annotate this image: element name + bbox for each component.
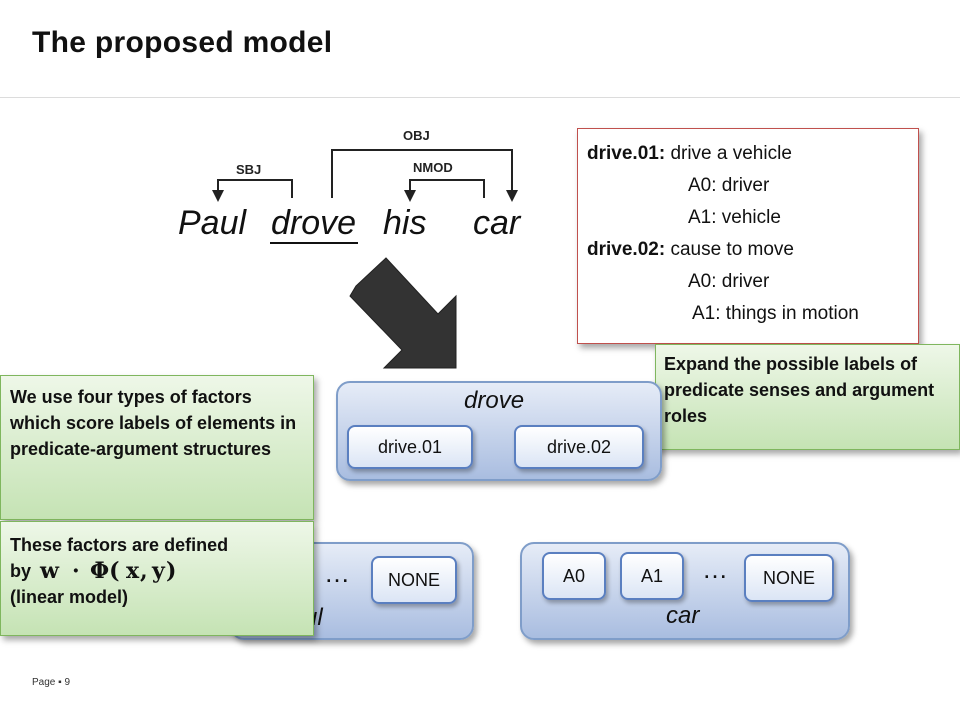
option-a0[interactable]: A0 [542,552,606,600]
nmod-arrowhead [404,190,416,202]
svg-text:): ) [166,558,176,584]
sense-drive-02: drive.02: cause to move [587,239,794,261]
option-car-none[interactable]: NONE [744,554,834,602]
word-drove: drove [271,204,357,242]
word-car: car [473,204,521,242]
sense-drive-01: drive.01: drive a vehicle [587,143,792,165]
sbj-arc [217,179,293,198]
footer-separator: ▪ [58,677,62,688]
svg-text:x: x [126,558,140,584]
defined-line-2: by w · Φ( x , y ) [10,558,304,584]
factors-callout: We use four types of factors which score… [0,375,314,520]
option-paul-none[interactable]: NONE [371,556,457,604]
dep-label-nmod: NMOD [413,160,453,175]
option-drive-01[interactable]: drive.01 [347,425,473,469]
option-drive-02[interactable]: drive.02 [514,425,644,469]
option-a1[interactable]: A1 [620,552,684,600]
footer-page-number: 9 [64,677,71,688]
svg-text:Φ(: Φ( [90,558,120,584]
drove-group-label: drove [464,387,525,414]
slide-title: The proposed model [32,26,333,59]
paul-ellipsis: … [324,558,350,588]
car-group-label: car [666,602,700,629]
title-divider [0,97,960,98]
sense-name: drive.01: [587,143,666,164]
svg-text:·: · [72,558,80,584]
sense-drive-02-a0: A0: driver [688,271,770,292]
word-his: his [383,204,427,242]
nmod-arc [409,179,485,198]
drove-group: drove drive.01 drive.02 [336,381,662,481]
down-arrow-icon [349,257,457,369]
sbj-arrowhead [212,190,224,202]
sense-desc: drive a vehicle [670,143,792,164]
sense-drive-01-a0: A0: driver [688,175,770,196]
svg-text:,: , [140,558,148,584]
sense-name: drive.02: [587,239,666,260]
sense-desc: cause to move [670,239,795,260]
sense-definitions: drive.01: drive a vehicle A0: driver A1:… [577,128,919,344]
obj-arrowhead [506,190,518,202]
sense-drive-02-a1: A1: things in motion [692,303,859,324]
defined-line-3: (linear model) [10,587,129,607]
svg-text:y: y [151,558,166,584]
dep-label-obj: OBJ [403,128,430,143]
expand-callout: Expand the possible labels of predicate … [655,344,960,450]
defined-by-callout: These factors are defined by w · Φ( x , … [0,521,314,636]
page-footer: Page ▪ 9 [32,677,70,688]
dep-label-sbj: SBJ [236,162,262,177]
car-group: A0 A1 … NONE car [520,542,850,640]
sense-drive-01-a1: A1: vehicle [688,207,781,228]
svg-text:w: w [39,558,60,584]
obj-arc [331,149,513,198]
car-ellipsis: … [702,554,728,584]
formula-w-phi-xy-icon: w · Φ( x , y ) [39,558,176,584]
footer-page-label: Page [32,677,56,688]
word-paul: Paul [178,204,247,242]
defined-by-text: by [10,561,32,581]
defined-line-1: These factors are defined [10,535,229,555]
